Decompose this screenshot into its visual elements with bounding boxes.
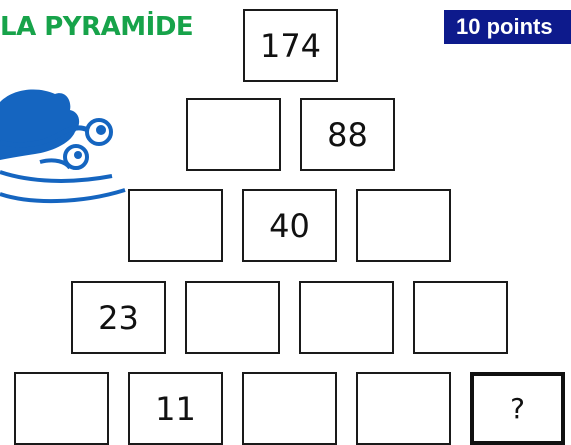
pyramid-cell (185, 281, 280, 354)
pyramid-cell: 40 (242, 189, 337, 262)
answer-cell[interactable]: ? (470, 372, 565, 445)
pyramid-cell: 11 (128, 372, 223, 445)
pyramid-cell: 23 (71, 281, 166, 354)
game-title: LA PYRAMİDE (0, 12, 193, 42)
pyramid-cell (242, 372, 337, 445)
points-badge: 10 points (444, 10, 571, 44)
pyramid-cell (186, 98, 281, 171)
pyramid-cell: 174 (243, 9, 338, 82)
pyramid-cell (128, 189, 223, 262)
blue-swirl-logo-icon (0, 82, 130, 207)
pyramid-cell (14, 372, 109, 445)
pyramid-cell (356, 189, 451, 262)
pyramid-cell (356, 372, 451, 445)
pyramid-cell: 88 (300, 98, 395, 171)
pyramid-cell (299, 281, 394, 354)
pyramid-cell (413, 281, 508, 354)
